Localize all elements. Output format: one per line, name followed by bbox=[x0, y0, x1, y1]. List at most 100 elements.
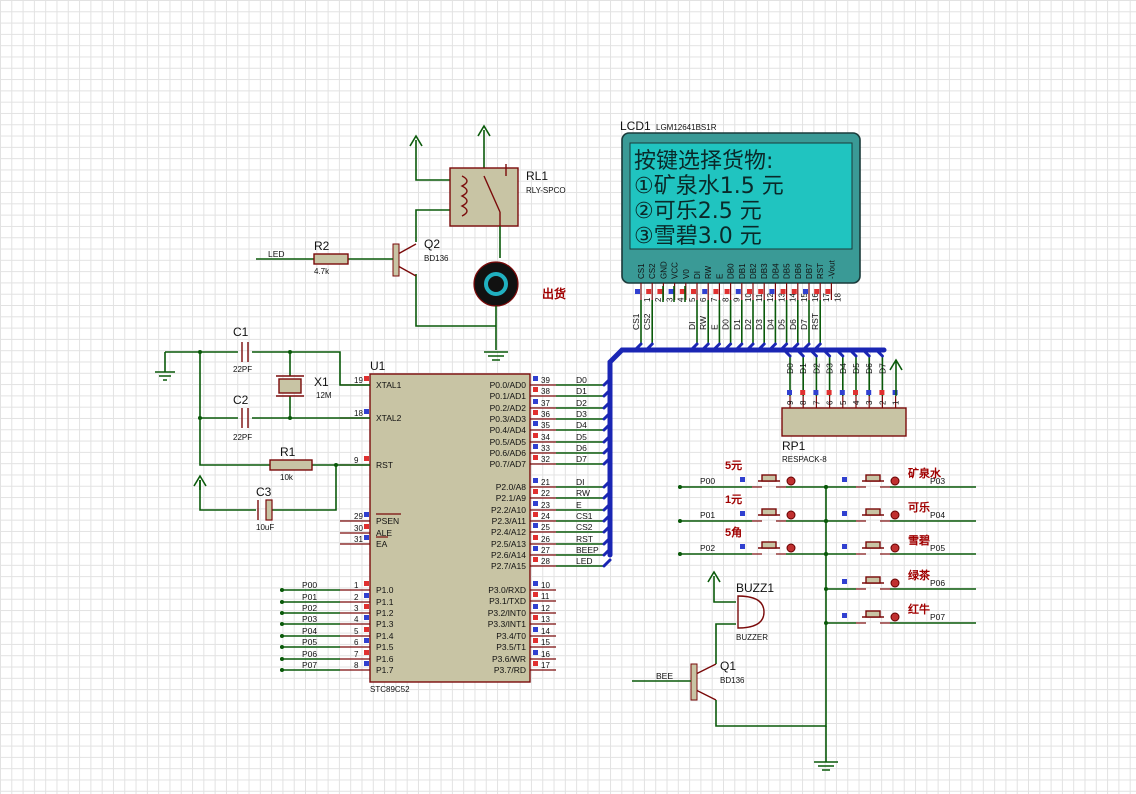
mcu-pin-number: 39 bbox=[541, 376, 550, 385]
pushbutton-icon[interactable] bbox=[865, 576, 881, 584]
p1-net-label: P06 bbox=[302, 649, 317, 659]
pushbutton-icon[interactable] bbox=[865, 610, 881, 618]
pin-marker bbox=[533, 444, 538, 449]
mcu-net-label: RST bbox=[576, 534, 593, 544]
button-state-icon[interactable] bbox=[890, 476, 900, 486]
q1-net-label: BEE bbox=[656, 671, 673, 681]
wire-end bbox=[280, 634, 284, 638]
mcu-pin-number: 26 bbox=[541, 535, 550, 544]
pin-marker bbox=[679, 289, 685, 294]
pin-marker bbox=[702, 289, 708, 294]
pin-marker bbox=[866, 390, 872, 395]
relay-coil-icon bbox=[460, 175, 468, 217]
buzzer-vcc-wire bbox=[713, 576, 736, 603]
lcd-net-label: D4 bbox=[765, 319, 775, 330]
button-state-icon[interactable] bbox=[786, 510, 796, 520]
pushbutton-icon[interactable] bbox=[865, 474, 881, 482]
mcu-pin-name: EA bbox=[376, 539, 388, 549]
mcu-pin-name: P3.7/RD bbox=[494, 665, 526, 675]
pin-marker bbox=[533, 615, 538, 620]
lcd-pin-name: DB3 bbox=[760, 263, 769, 279]
x1-ref: X1 bbox=[314, 375, 329, 389]
pin-marker bbox=[740, 511, 745, 516]
p1-net-label: P07 bbox=[302, 660, 317, 670]
lcd-pin-number: 7 bbox=[710, 297, 719, 302]
button-state-icon[interactable] bbox=[890, 578, 900, 588]
button-state-icon[interactable] bbox=[890, 543, 900, 553]
mcu-pin-number: 23 bbox=[541, 501, 550, 510]
lcd-ref: LCD1 bbox=[620, 119, 651, 133]
pin-marker bbox=[533, 455, 538, 460]
c3-plate bbox=[265, 499, 273, 521]
mcu-u1[interactable]: U1 STC89C52 XTAL119XTAL218RST9PSEN29ALE3… bbox=[340, 359, 612, 694]
mcu-pin-number: 3 bbox=[354, 604, 359, 613]
bus-entry bbox=[848, 348, 858, 358]
wire-end bbox=[280, 588, 284, 592]
button-state-icon[interactable] bbox=[890, 612, 900, 622]
mcu-pin-name: XTAL2 bbox=[376, 413, 402, 423]
mcu-pin-number: 18 bbox=[354, 409, 363, 418]
button-label: 矿泉水 bbox=[908, 466, 942, 480]
rp1-net-label: D5 bbox=[851, 363, 861, 374]
lcd-net-label: RST bbox=[810, 313, 820, 330]
bus-entry bbox=[602, 536, 612, 546]
mcu-pin-number: 35 bbox=[541, 421, 550, 430]
bus-entry bbox=[602, 388, 612, 398]
lcd-module[interactable]: LCD1 LGM12641BS1R 按键选择货物: ①矿泉水1.5 元 ②可乐2… bbox=[620, 119, 861, 352]
pushbutton-icon[interactable] bbox=[761, 474, 777, 482]
rp1-net-label: D4 bbox=[838, 363, 848, 374]
bus-entry bbox=[602, 456, 612, 466]
mcu-pin-name: P2.1/A9 bbox=[496, 493, 527, 503]
rp1-ref: RP1 bbox=[782, 439, 806, 453]
pin-marker bbox=[533, 387, 538, 392]
mcu-pin-number: 33 bbox=[541, 444, 550, 453]
mcu-pin-name: P3.6/WR bbox=[492, 654, 526, 664]
rp1-pin-number: 4 bbox=[852, 400, 861, 405]
lcd-pin-name: V0 bbox=[682, 269, 691, 279]
button-common-wire bbox=[715, 486, 827, 727]
rp1-net-label: D1 bbox=[798, 363, 808, 374]
pushbutton-icon[interactable] bbox=[865, 508, 881, 516]
lcd-pin-number: 8 bbox=[721, 297, 730, 302]
wire-end bbox=[678, 519, 682, 523]
mcu-net-label: D5 bbox=[576, 432, 587, 442]
mcu-pin-name: P0.2/AD2 bbox=[490, 403, 527, 413]
p1-net-label: P03 bbox=[302, 614, 317, 624]
mcu-pin-name: P2.5/A13 bbox=[491, 539, 526, 549]
bus-entry bbox=[602, 547, 612, 557]
pin-marker bbox=[364, 627, 369, 632]
lcd-pin-name: RW bbox=[704, 265, 713, 279]
lcd-pin-name: GND bbox=[659, 261, 668, 279]
pin-marker bbox=[364, 376, 369, 381]
mcu-net-label: CS1 bbox=[576, 511, 593, 521]
lcd-pin-number: 12 bbox=[766, 293, 775, 302]
oscillator-circuit: C1 22PF C2 22PF X1 12M R1 10k C3 10uF bbox=[155, 325, 370, 532]
rp1-net-label: D3 bbox=[825, 363, 835, 374]
button-label: 5角 bbox=[725, 525, 742, 539]
button-state-icon[interactable] bbox=[890, 510, 900, 520]
lcd-pin-number: 2 bbox=[654, 297, 663, 302]
junction bbox=[288, 350, 292, 354]
pushbutton-icon[interactable] bbox=[761, 508, 777, 516]
wire-end bbox=[280, 668, 284, 672]
mcu-pin-name: P3.0/RXD bbox=[488, 585, 526, 595]
pin-marker bbox=[364, 638, 369, 643]
lcd-pin-number: 5 bbox=[688, 297, 697, 302]
lcd-net-label: D0 bbox=[721, 319, 731, 330]
mcu-left-pins: XTAL119XTAL218RST9PSEN29ALE30EA31P1.01P1… bbox=[340, 376, 402, 675]
button-state-icon[interactable] bbox=[786, 476, 796, 486]
wire-end bbox=[280, 622, 284, 626]
lcd-pin-number: 10 bbox=[744, 293, 753, 302]
rp1-pin-number: 3 bbox=[865, 400, 874, 405]
button-state-icon[interactable] bbox=[786, 543, 796, 553]
pushbutton-icon[interactable] bbox=[865, 541, 881, 549]
pushbutton-icon[interactable] bbox=[761, 541, 777, 549]
lcd-net-label: DI bbox=[687, 322, 697, 331]
buzz1-ref: BUZZ1 bbox=[736, 581, 774, 595]
pin-marker bbox=[364, 535, 369, 540]
p1-net-label: P02 bbox=[302, 603, 317, 613]
pin-marker bbox=[533, 661, 538, 666]
